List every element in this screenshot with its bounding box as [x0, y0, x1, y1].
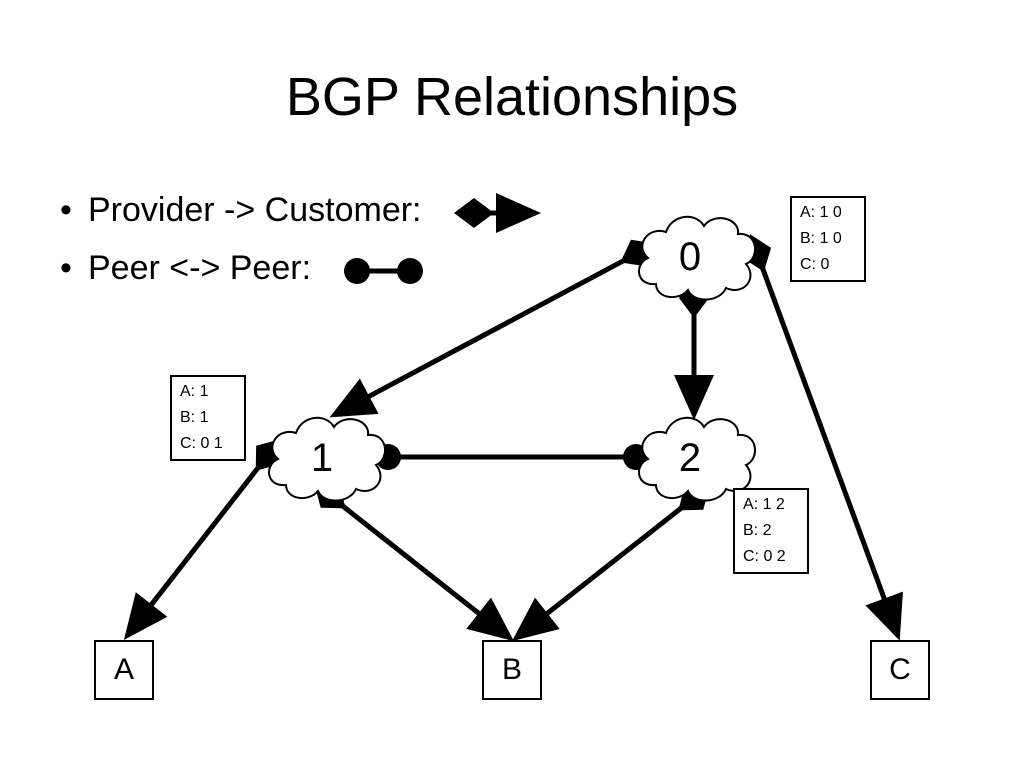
- routing-entry: B: 1: [180, 409, 209, 426]
- routing-entry: C: 0: [800, 256, 830, 273]
- routing-table-0: A: 1 0 B: 1 0 C: 0: [790, 196, 866, 282]
- as-node-label: 1: [311, 436, 333, 480]
- bullet-provider-customer: • Provider -> Customer:: [60, 190, 422, 230]
- routing-entry: C: 0 2: [743, 548, 786, 565]
- link-1-to-B: [314, 483, 514, 642]
- as-node-label: 2: [679, 436, 701, 480]
- routing-entry: A: 1 0: [800, 204, 842, 221]
- cloud-shape: [638, 417, 756, 502]
- bullet-text: Provider -> Customer:: [88, 191, 422, 229]
- as-node-2: 2: [638, 417, 756, 502]
- link-0-to-C: [742, 234, 903, 641]
- as-node-label: 0: [679, 235, 701, 279]
- slide-title: BGP Relationships: [285, 67, 739, 127]
- bullet-text: Peer <-> Peer:: [88, 249, 312, 287]
- routing-table-2: A: 1 2 B: 2 C: 0 2: [733, 488, 809, 574]
- bullet-dot: •: [60, 249, 72, 287]
- cloud-shape: [268, 417, 386, 502]
- as-node-1: 1: [268, 417, 386, 502]
- link-0-to-1: [329, 239, 656, 418]
- link-2-to-B: [512, 485, 710, 642]
- routing-entry: C: 0 1: [180, 435, 223, 452]
- bullet-peer: • Peer <-> Peer:: [60, 248, 311, 288]
- cloud-shape: [638, 216, 756, 301]
- routing-entry: A: 1: [180, 383, 209, 400]
- bullet-dot: •: [60, 191, 72, 229]
- routing-table-1: A: 1 B: 1 C: 0 1: [170, 375, 246, 461]
- destination-B: B: [482, 640, 542, 700]
- routing-entry: B: 1 0: [800, 230, 842, 247]
- routing-entry: A: 1 2: [743, 496, 785, 513]
- destination-C: C: [870, 640, 930, 700]
- as-node-0: 0: [638, 216, 756, 301]
- destination-A: A: [94, 640, 154, 700]
- link-1-to-A: [123, 439, 281, 640]
- routing-entry: B: 2: [743, 522, 772, 539]
